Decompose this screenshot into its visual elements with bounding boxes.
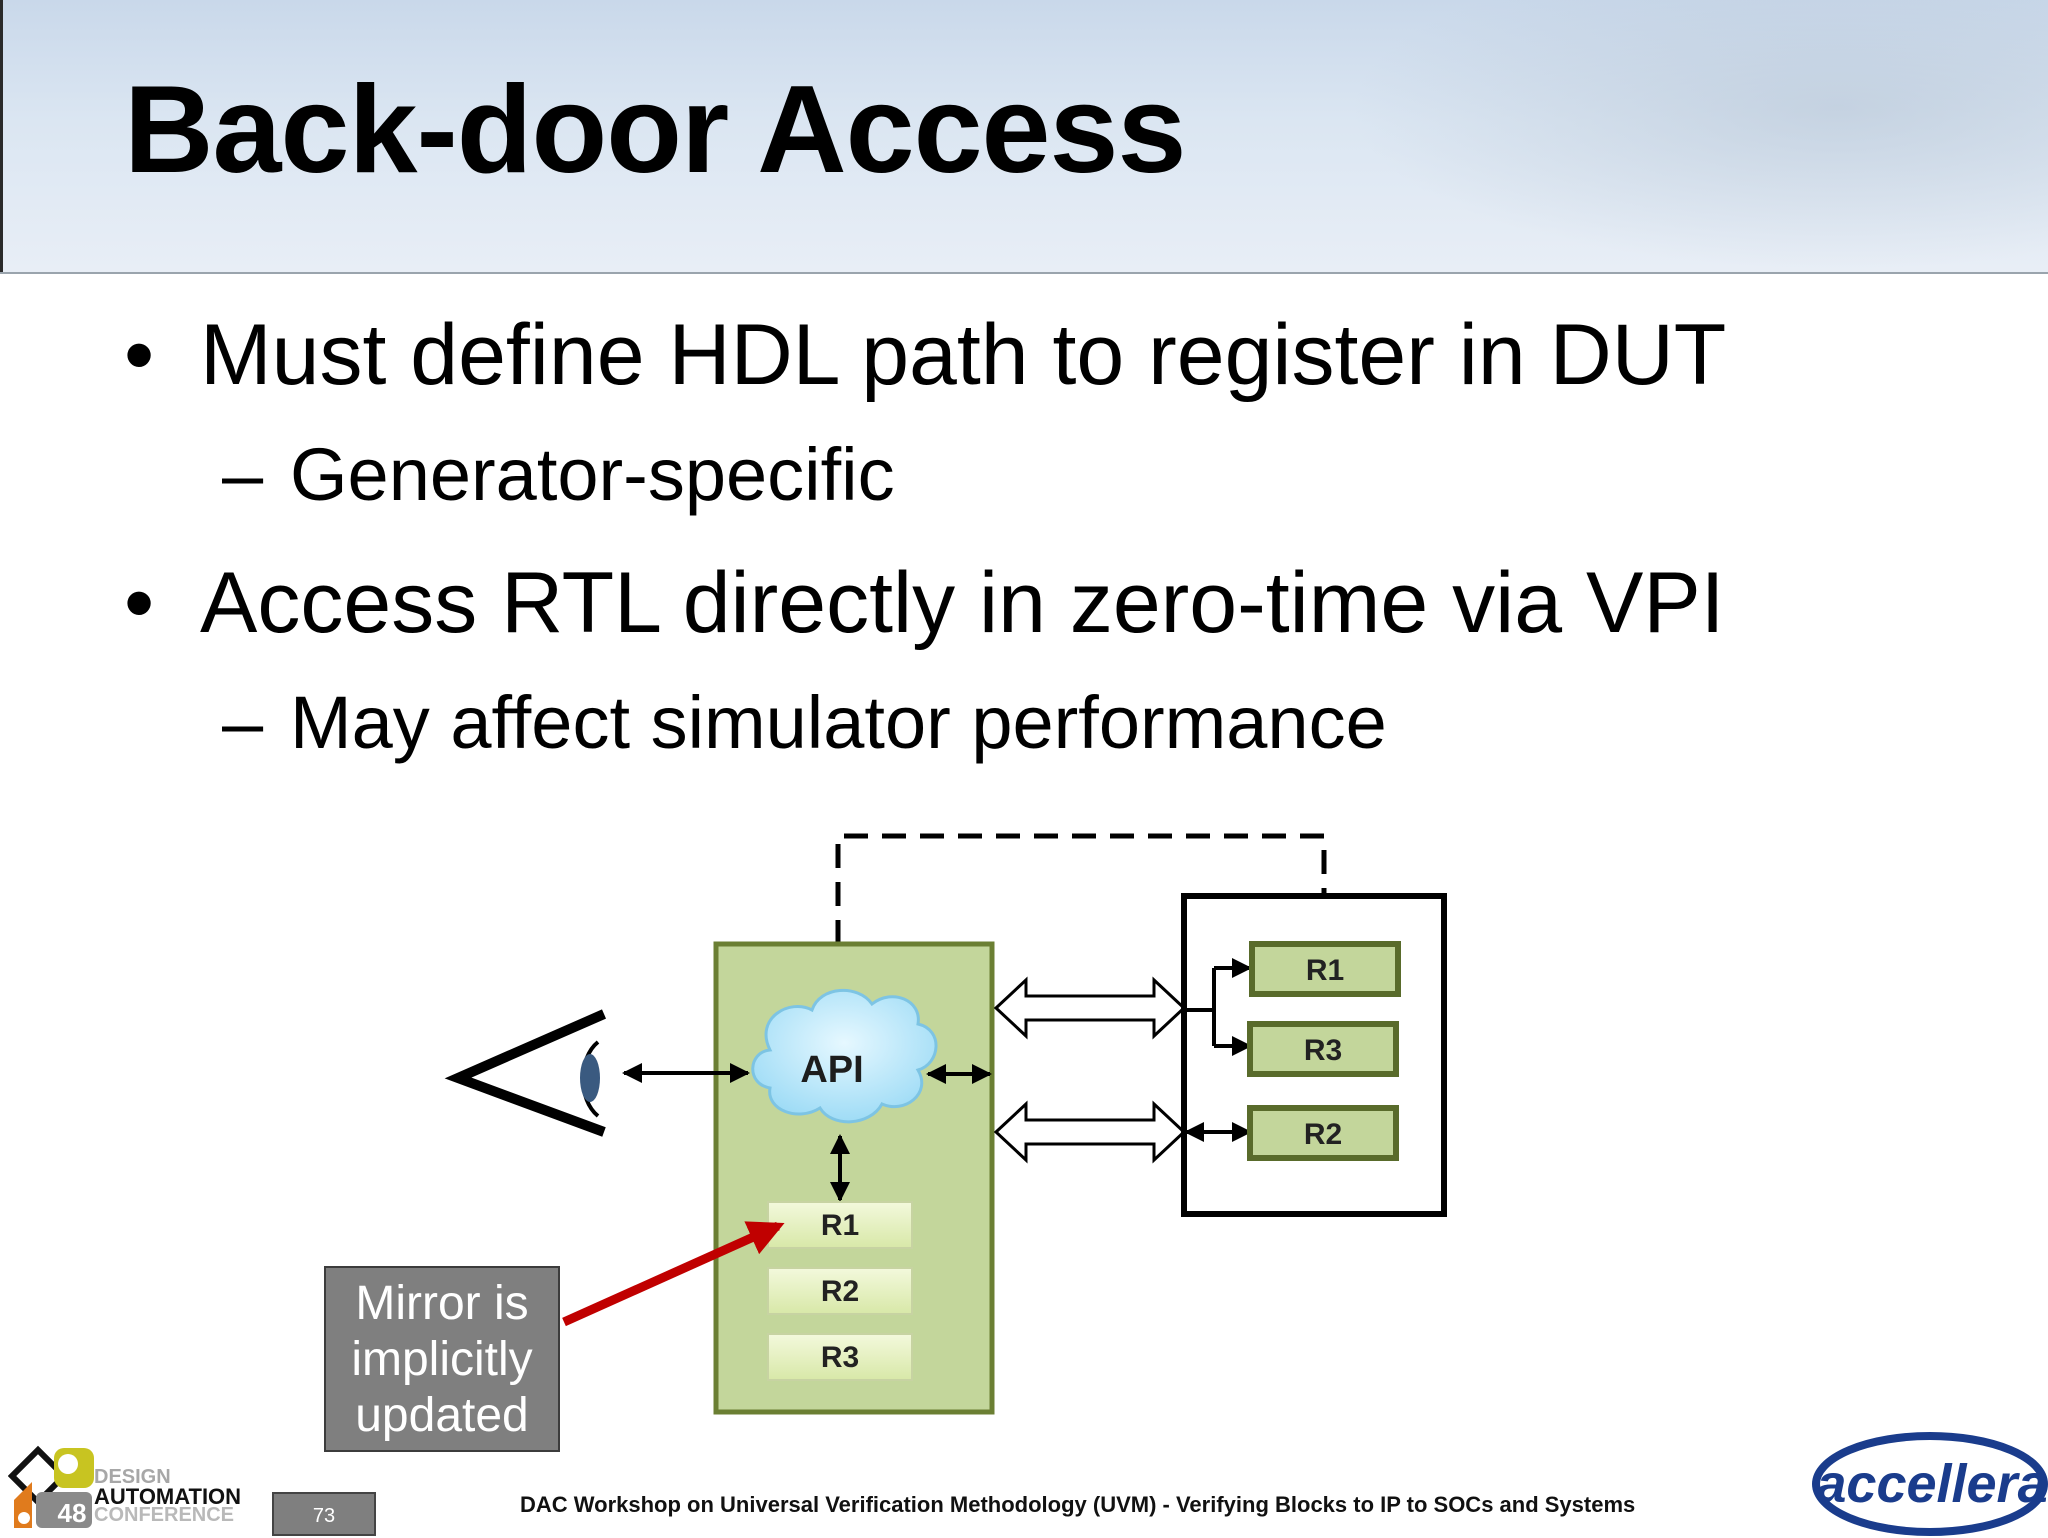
slide-title: Back-door Access (124, 61, 1186, 199)
dut-register-r1: R1 (1249, 941, 1401, 997)
mirror-register-r2-label: R2 (821, 1275, 859, 1308)
dut-register-r3: R3 (1247, 1021, 1399, 1077)
sub-bullet-2-text: May affect simulator performance (290, 681, 1387, 764)
dac-logo: 48 (8, 1445, 94, 1528)
mirror-register-r1: R1 (767, 1201, 913, 1249)
accellera-logo: accellera (1812, 1432, 2048, 1536)
dut-register-r2: R2 (1247, 1105, 1399, 1161)
title-band (0, 0, 2048, 274)
mirror-register-r1-label: R1 (821, 1209, 859, 1242)
bullet-1: • Must define HDL path to register in DUT (124, 306, 1726, 405)
bullet-1-marker: • (124, 307, 155, 403)
bus-arrow-bottom (993, 1100, 1187, 1164)
title-band-edge (0, 0, 3, 272)
bullet-2: • Access RTL directly in zero-time via VP… (124, 554, 1725, 653)
mirror-note-line-3: updated (355, 1389, 529, 1442)
page-number: 73 (272, 1492, 376, 1536)
dac-logo-text: DESIGN AUTOMATION CONFERENCE (94, 1466, 242, 1526)
sub-bullet-1: –Generator-specific (222, 432, 895, 517)
eye-icon (444, 1009, 607, 1137)
bullet-2-text: Access RTL directly in zero-time via VPI (200, 555, 1725, 651)
sub-bullet-1-text: Generator-specific (290, 433, 895, 516)
bus-arrow-top (993, 976, 1187, 1040)
dac-logo-number: 48 (58, 1498, 87, 1528)
dut-register-r2-label: R2 (1304, 1118, 1342, 1151)
api-cloud: API (751, 989, 938, 1124)
footer-text: DAC Workshop on Universal Verification M… (520, 1492, 1636, 1517)
backdoor-dashed-path (835, 833, 1327, 1020)
dut-register-r1-label: R1 (1306, 954, 1344, 987)
dac-logo-line-2: AUTOMATION (94, 1484, 242, 1509)
mirror-register-r3-label: R3 (821, 1341, 859, 1374)
sub-bullet-1-marker: – (222, 433, 264, 516)
dut-register-r3-label: R3 (1304, 1034, 1342, 1067)
mirror-update-arrow (562, 1221, 785, 1327)
dac-logo-line-3: CONFERENCE (94, 1504, 235, 1526)
sub-bullet-2: –May affect simulator performance (222, 680, 1387, 765)
bullet-1-text: Must define HDL path to register in DUT (200, 307, 1727, 403)
accellera-wordmark: accellera (1816, 1454, 2047, 1514)
sub-bullet-2-marker: – (222, 681, 264, 764)
mirror-note-line-2: implicitly (351, 1333, 533, 1386)
mirror-note-line-1: Mirror is (355, 1277, 529, 1330)
dut-internal-arrows (1184, 958, 1252, 1142)
mirror-note-box: Mirror is implicitly updated (324, 1266, 560, 1452)
mirror-register-r2: R2 (767, 1267, 913, 1315)
dac-logo-line-1: DESIGN (94, 1466, 171, 1488)
bullet-2-marker: • (124, 555, 155, 651)
mirror-register-r3: R3 (767, 1333, 913, 1381)
api-label: API (800, 1049, 863, 1091)
